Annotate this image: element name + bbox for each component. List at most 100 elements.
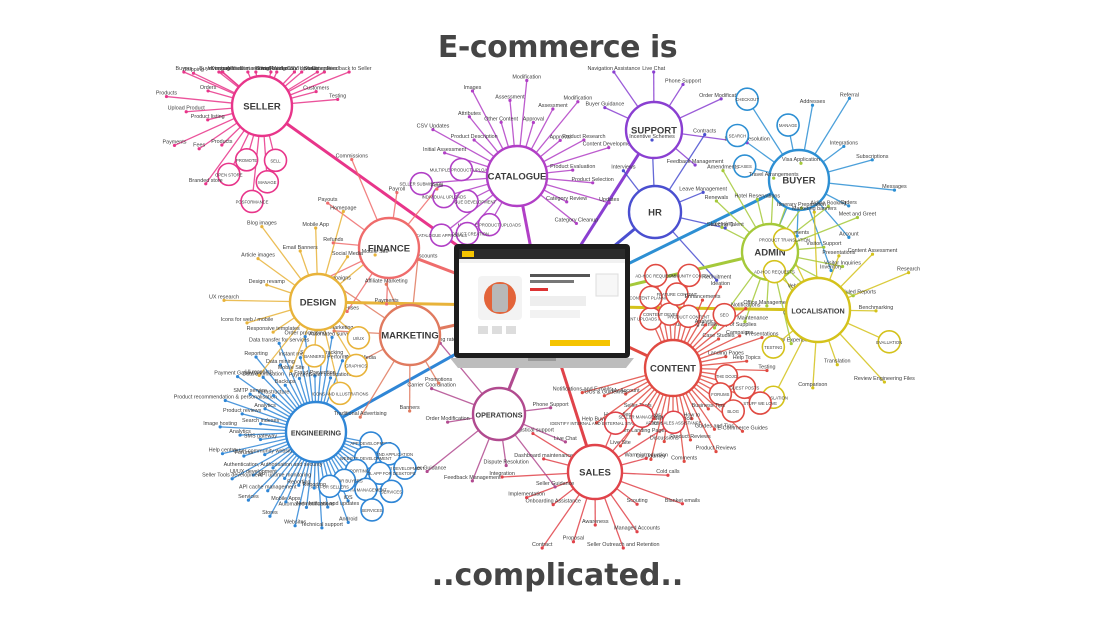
leaf-node: Orders [840, 200, 857, 208]
leaf-node: PRODUCT CONTENT [667, 304, 710, 329]
leaf-label: Social Media [255, 66, 286, 72]
leaf-node: IDENTIFY INTERNAL AND EXTERNAL STAKEHOLD… [550, 411, 681, 435]
leaf-node: CSV Upload [287, 66, 317, 74]
hub-circle [627, 184, 683, 240]
leaf-node: Visa Application [782, 157, 820, 165]
leaf-label: SELL [270, 158, 281, 163]
leaf-label: Recruitment [702, 274, 732, 280]
leaf-label: Product Description [451, 134, 498, 140]
leaf-label: INDIVIDUAL UPLOADS [422, 195, 467, 200]
leaf-label: Blog images [247, 221, 277, 227]
leaf-node: Stores [262, 510, 278, 518]
leaf-label: CONTENT DEVELOPMENT [643, 312, 696, 317]
leaf-node: BANNERS [302, 344, 327, 368]
leaf-node: COMMUNITY CONTENT [666, 263, 713, 288]
leaf-label: Cart recovery [240, 66, 273, 72]
leaf-label: Reporting [303, 482, 326, 488]
leaf-node: Business Tips [692, 403, 725, 411]
leaf-node: Email marketing [257, 66, 296, 74]
leaf-node: Live Chat [554, 436, 577, 444]
hub-circle [471, 386, 527, 442]
leaf-label: Integrations [830, 140, 858, 146]
leaf-label: Products [211, 139, 233, 145]
leaf-label: CASES [738, 164, 752, 169]
leaf-label: SELLER MANAGEMENT [619, 414, 667, 419]
leaf-label: AD-HOC REQUESTS [635, 274, 676, 279]
leaf-node: Visitor Inquiries [824, 260, 861, 269]
leaf-node: Initial Assessment [423, 147, 467, 155]
leaf-label: UI research [245, 369, 273, 375]
leaf-label: Dashboard maintenance [514, 453, 573, 459]
leaf-label: Other community websites [233, 449, 297, 455]
leaf-node: Product Research [562, 134, 605, 142]
leaf-label: Data transfer for services [249, 337, 310, 343]
leaf-node: Scouting [627, 498, 648, 506]
leaf-node: Incentive Schemes [629, 134, 675, 142]
leaf-label: Performance [327, 355, 358, 361]
leaf-label: UX research [209, 294, 239, 300]
hub-node: FINANCE [357, 216, 421, 280]
leaf-node: Discussions [650, 435, 679, 444]
leaf-label: Amendments [707, 165, 739, 171]
leaf-node: Notifications and E mails [553, 387, 612, 395]
leaf-node: Feedback Management [444, 475, 501, 483]
leaf-node: Backups [275, 379, 296, 387]
leaf-label: SMTP service [233, 388, 266, 394]
leaf-node: Renewals [705, 195, 729, 203]
leaf-label: Order Modification [426, 416, 470, 422]
leaf-label: Product Research [562, 134, 605, 140]
leaf-node: Design revamp [249, 279, 285, 287]
leaf-label: Airline Booking [810, 200, 846, 206]
leaf-node: Seller Guidance [536, 481, 574, 489]
leaf-label: Categories [311, 66, 337, 72]
leaf-label: Ideation [711, 281, 730, 287]
leaf-label: Live Chat [554, 436, 577, 442]
leaf-label: Messages [882, 184, 907, 190]
leaf-node: FEATURE CONTENT [657, 282, 698, 306]
hub-circle [566, 443, 624, 501]
leaf-label: Attributes [458, 111, 481, 117]
leaf-label: Ideas [648, 413, 661, 419]
leaf-label: Instant messaging [279, 352, 323, 358]
leaf-node: SEO [712, 302, 737, 327]
leaf-label: Comments [671, 455, 697, 461]
leaf-node: Office Management [743, 300, 791, 308]
hub-label: SELLER [243, 102, 281, 113]
hub-label: BUYER [782, 176, 815, 187]
leaf-label: Seller Guidance [408, 465, 446, 471]
leaf-label: PRODUCT CREATION [446, 232, 489, 237]
leaf-label: Promotions [425, 377, 453, 383]
leaf-node: Promotions [425, 377, 453, 385]
hub-node: CONTENT [643, 338, 703, 398]
leaf-label: Help Topics [733, 355, 761, 361]
leaf-label: Feedback Management [667, 159, 724, 165]
leaf-node: Subscriptions [856, 154, 889, 162]
hub-node: OPERATIONS [471, 386, 527, 442]
leaf-label: APP FOR SELLERS [311, 484, 350, 489]
leaf-label: Review Engineering Files [854, 376, 915, 382]
leaf-node: GRAPHICS [344, 353, 368, 378]
leaf-node: APP FOR SELLERS [311, 474, 350, 499]
leaf-label: ICONS AND ILLUSTRATIONS [312, 391, 369, 396]
hub-label: MARKETING [381, 331, 439, 342]
leaf-node: CATALOGUE APPROVALS [416, 223, 467, 247]
leaf-label: Responsive templates [247, 326, 300, 332]
leaf-node: Assessment [495, 94, 525, 102]
leaf-node: Live Chat [642, 66, 666, 74]
leaf-label: Subscriptions [856, 154, 889, 160]
leaf-node: Payroll [389, 187, 405, 195]
leaf-label: MULTIPLE PRODUCT UPLOADS [458, 223, 521, 228]
hub-node: MARKETING [378, 303, 442, 367]
leaf-node: Banners [400, 405, 420, 413]
leaf-label: UI/UX development [230, 469, 277, 475]
hub-node: CATALOGUE [485, 144, 549, 208]
leaf-label: Licensing [711, 221, 734, 227]
leaf-label: FEATURE CONTENT [657, 292, 698, 297]
leaf-node: TOUs & Guidelines [581, 390, 628, 398]
leaf-label: Presentations [822, 250, 855, 256]
leaf-label: Research [897, 267, 920, 273]
leaf-label: Automated surveys [309, 331, 355, 337]
leaf-node: SMTP service [233, 388, 267, 396]
leaf-label: Help centre [209, 448, 237, 454]
hub-label: DESIGN [300, 298, 337, 309]
